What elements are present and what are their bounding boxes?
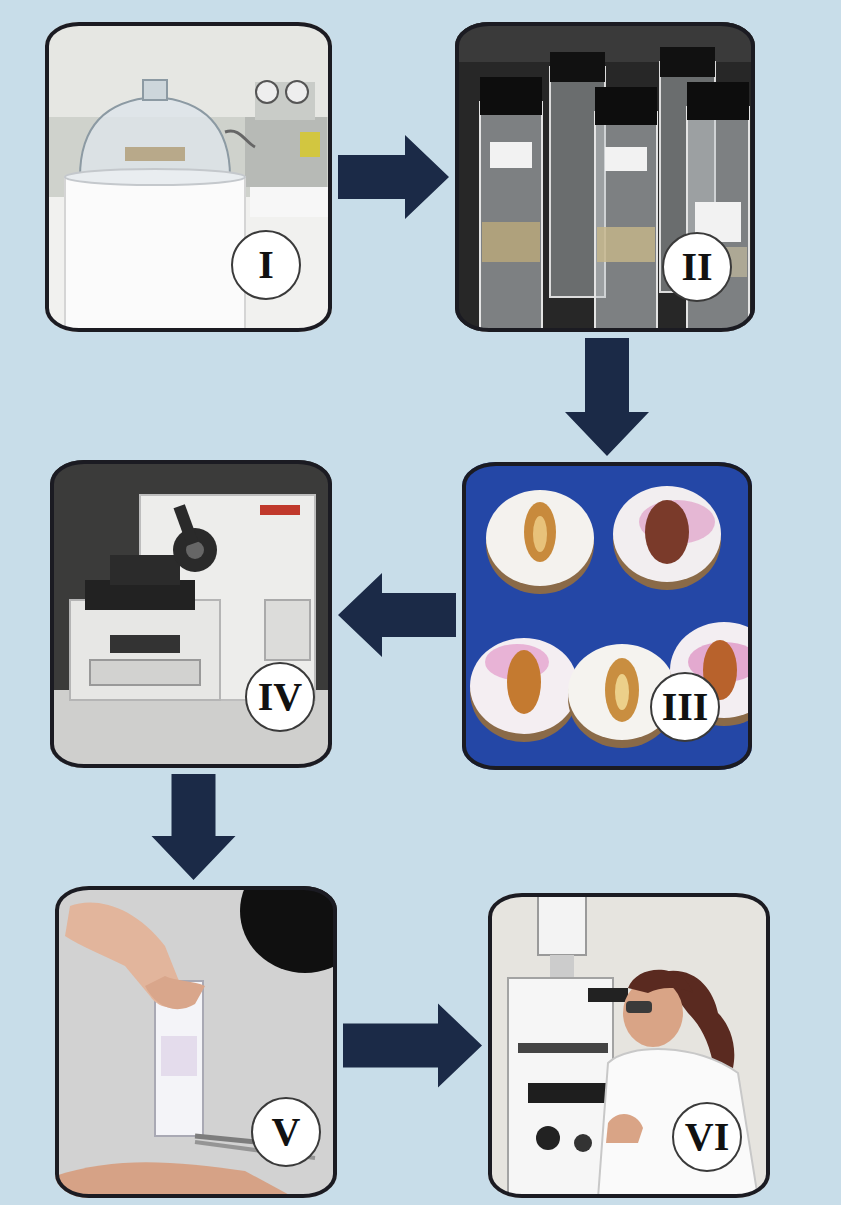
illustration-part: [45, 22, 332, 332]
illustration-part: [65, 169, 245, 185]
illustration-part: [524, 502, 556, 562]
specimen-blocks-photo: [462, 462, 752, 770]
desiccator-photo: [45, 22, 332, 332]
illustration-part: [125, 147, 185, 161]
illustration-part: [462, 462, 752, 770]
illustration-part: [490, 142, 532, 168]
illustration-part: [507, 650, 541, 714]
step-numeral: III: [650, 672, 720, 742]
illustration-part: [518, 1043, 608, 1053]
illustration-part: [225, 131, 255, 147]
illustration-part: [480, 102, 542, 332]
photo-panel: I: [45, 22, 332, 332]
step-numeral: I: [231, 230, 301, 300]
illustration-part: [265, 600, 310, 660]
illustration-part: [240, 886, 337, 973]
illustration-part: [488, 893, 770, 1198]
step-numeral: II: [662, 232, 732, 302]
illustration-part: [161, 1036, 197, 1076]
illustration-part: [628, 970, 693, 993]
illustration-part: [80, 97, 230, 177]
illustration-part: [605, 147, 647, 171]
illustration-part: [615, 674, 629, 710]
illustration-part: [55, 1162, 295, 1198]
illustration-part: [533, 516, 547, 552]
illustration-part: [536, 1126, 560, 1150]
photo-panel: V: [55, 886, 337, 1198]
slide-handling-photo: [55, 886, 337, 1198]
illustration-part: [645, 500, 689, 564]
illustration-part: [286, 81, 308, 103]
illustration-part: [256, 81, 278, 103]
illustration-part: [588, 988, 628, 1002]
illustration-part: [260, 505, 300, 515]
step-numeral: IV: [245, 662, 315, 732]
photo-panel: IV: [50, 460, 332, 768]
illustration-part: [550, 52, 605, 82]
illustration-part: [550, 955, 574, 980]
photo-panel: II: [455, 22, 755, 332]
vials-photo: [455, 22, 755, 332]
step-numeral: VI: [672, 1102, 742, 1172]
illustration-part: [90, 660, 200, 685]
illustration-part: [300, 132, 320, 157]
illustration-part: [598, 1049, 758, 1198]
illustration-part: [145, 976, 205, 1009]
illustration-part: [482, 222, 540, 262]
illustration-part: [255, 82, 315, 120]
illustration-part: [595, 87, 657, 125]
illustration-part: [486, 490, 594, 586]
block-arrow: [343, 1004, 482, 1088]
illustration-part: [250, 187, 332, 217]
photo-panel: VI: [488, 893, 770, 1198]
illustration-part: [597, 227, 655, 262]
illustration-part: [528, 1083, 608, 1103]
illustration-part: [626, 1001, 652, 1013]
illustration-part: [50, 460, 332, 768]
illustration-part: [606, 1114, 643, 1143]
block-arrow: [338, 573, 456, 657]
illustration-part: [470, 638, 578, 734]
block-arrow: [565, 338, 649, 456]
illustration-part: [574, 1134, 592, 1152]
illustration-part: [174, 504, 199, 546]
illustration-part: [70, 600, 220, 700]
illustration-part: [110, 555, 180, 585]
illustration-part: [613, 486, 721, 582]
illustration-part: [687, 82, 749, 120]
block-arrow: [152, 774, 236, 880]
microtome-photo: [50, 460, 332, 768]
photo-panel: III: [462, 462, 752, 770]
illustration-part: [595, 112, 657, 332]
illustration-part: [538, 893, 586, 955]
illustration-part: [508, 978, 613, 1198]
illustration-part: [65, 177, 245, 332]
illustration-part: [605, 658, 639, 722]
block-arrow: [338, 135, 449, 219]
step-numeral: V: [251, 1097, 321, 1167]
illustration-part: [110, 635, 180, 653]
illustration-part: [480, 77, 542, 115]
microscope-photo: [488, 893, 770, 1198]
illustration-part: [143, 80, 167, 100]
illustration-part: [660, 47, 715, 77]
illustration-part: [245, 117, 327, 187]
